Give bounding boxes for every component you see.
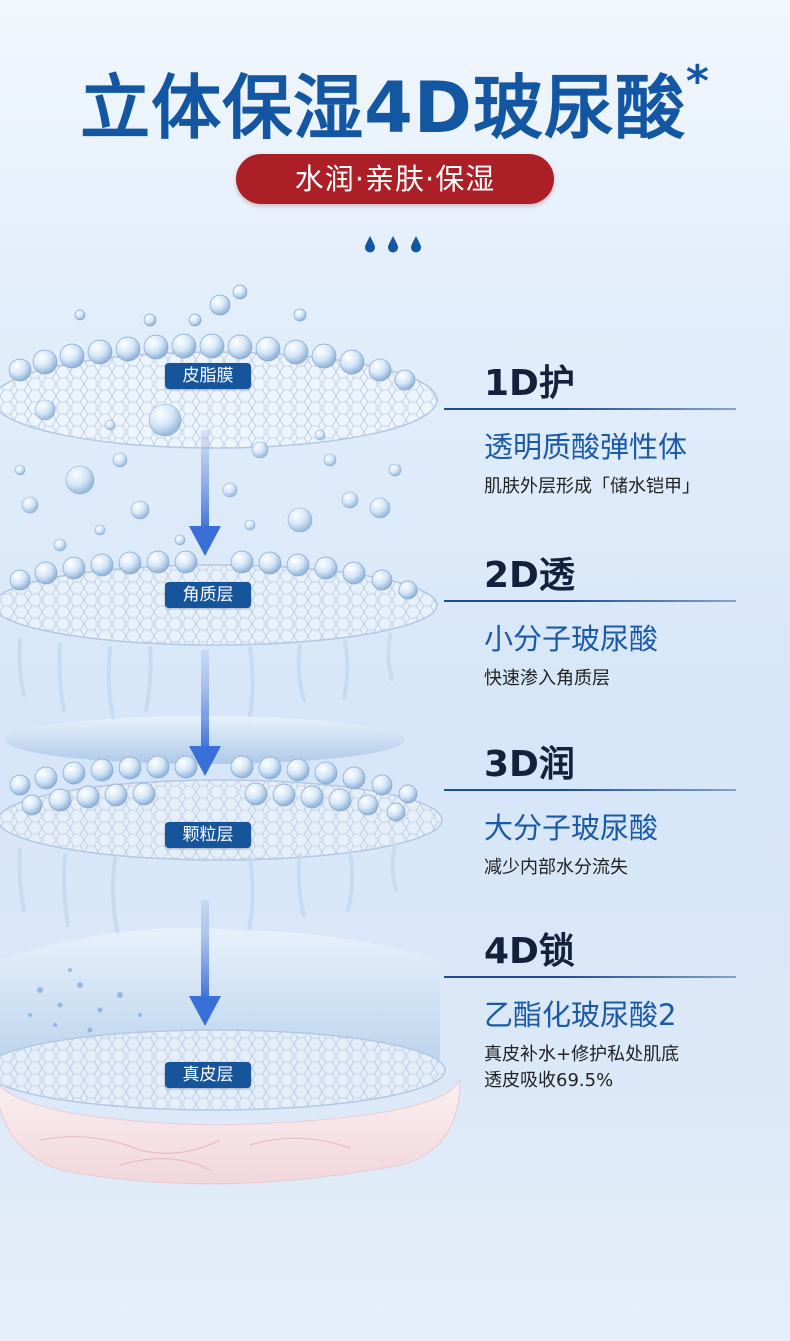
layer-label-dermis: 真皮层	[165, 1062, 251, 1088]
step-2d: 2D透 小分子玻尿酸 快速渗入角质层	[444, 554, 736, 692]
skin-layers-illustration	[0, 284, 461, 1185]
water-drop-icon	[411, 236, 421, 253]
tagline-pill: 水润·亲肤·保湿	[236, 154, 554, 204]
title-asterisk: *	[685, 56, 710, 107]
layer-label-sebum: 皮脂膜	[165, 363, 251, 389]
down-arrow-icon	[189, 430, 221, 556]
stratum-corneum-layer	[0, 550, 438, 727]
step-heading: 2D透	[484, 555, 575, 596]
step-divider	[444, 600, 736, 602]
step-divider	[444, 408, 736, 410]
step-divider	[444, 976, 736, 978]
step-subtitle: 透明质酸弹性体	[484, 430, 688, 464]
step-4d: 4D锁 乙酯化玻尿酸2 真皮补水+修护私处肌底 透皮吸收69.5%	[444, 930, 736, 1094]
water-drop-icon	[388, 236, 398, 253]
layer-label-granular: 颗粒层	[165, 822, 251, 848]
dermis-layer	[0, 928, 461, 1185]
tagline-text: 水润·亲肤·保湿	[294, 162, 496, 196]
step-description: 减少内部水分流失	[484, 857, 628, 878]
step-3d: 3D润 大分子玻尿酸 减少内部水分流失	[444, 743, 736, 881]
step-heading: 1D护	[484, 363, 575, 404]
step-subtitle: 大分子玻尿酸	[484, 811, 659, 845]
step-divider	[444, 789, 736, 791]
granular-layer	[0, 755, 443, 937]
step-1d: 1D护 透明质酸弹性体 肌肤外层形成「储水铠甲」	[444, 362, 736, 500]
bubble-cloud	[14, 399, 402, 552]
step-description: 快速渗入角质层	[484, 668, 610, 689]
step-heading: 4D锁	[484, 931, 575, 972]
step-description: 透皮吸收69.5%	[484, 1070, 614, 1091]
step-heading: 3D润	[484, 744, 575, 785]
step-description: 真皮补水+修护私处肌底	[484, 1044, 680, 1065]
water-drop-icon	[365, 236, 375, 253]
layer-label-corneum: 角质层	[165, 582, 251, 608]
page-title: 立体保湿4D玻尿酸*	[0, 52, 790, 153]
step-description: 肌肤外层形成「储水铠甲」	[484, 476, 700, 497]
water-drops-decoration	[365, 236, 421, 253]
step-subtitle: 乙酯化玻尿酸2	[484, 998, 677, 1032]
page-title-text: 立体保湿4D玻尿酸	[80, 67, 686, 149]
step-subtitle: 小分子玻尿酸	[484, 622, 659, 656]
